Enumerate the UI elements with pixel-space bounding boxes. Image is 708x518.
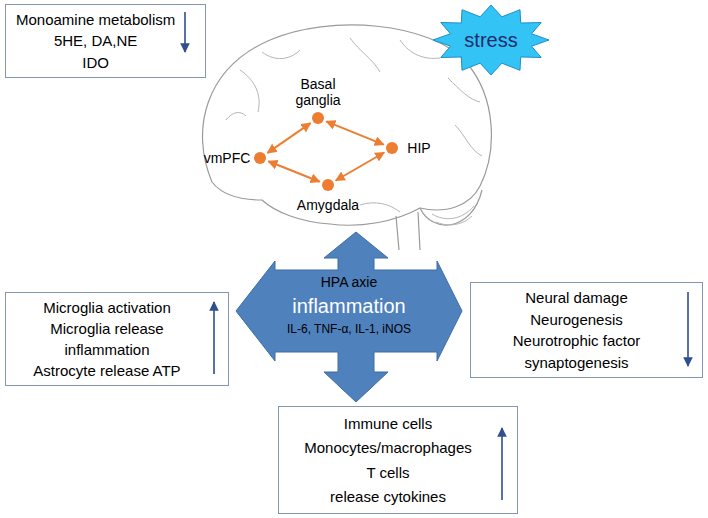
up-arrow xyxy=(501,428,503,500)
up-arrow xyxy=(213,302,215,374)
region-label: Basal ganglia xyxy=(283,76,353,108)
box-line: Neurogenesis xyxy=(530,309,623,330)
region-dots xyxy=(254,112,398,191)
box-line: Astrocyte release ATP xyxy=(33,360,180,381)
box-line: release cytokines xyxy=(330,486,446,507)
four-way-arrow xyxy=(236,232,462,402)
box-line: Neural damage xyxy=(525,287,628,308)
region-label: vmPFC xyxy=(202,150,252,166)
box-line: 5HE, DA,NE xyxy=(54,30,137,51)
glia-box: Microglia activationMicroglia release in… xyxy=(5,292,229,386)
brainstem xyxy=(396,212,420,250)
box-line: Neurotrophic factor xyxy=(513,330,641,351)
burst-outline xyxy=(433,5,549,75)
stress-burst: stress xyxy=(432,4,550,76)
box-line: Monoamine metabolism xyxy=(16,9,175,30)
box-line: Immune cells xyxy=(344,413,432,434)
center-title: inflammation xyxy=(292,294,405,318)
region-label: Amygdala xyxy=(288,197,368,213)
cytokine-list: IL-6, TNF-α, IL-1, iNOS xyxy=(287,322,411,336)
box-line: Microglia release inflammation xyxy=(32,318,182,360)
monoamine-box: Monoamine metabolism5HE, DA,NEIDO xyxy=(5,4,206,78)
box-line: Monocytes/macrophages xyxy=(304,437,472,458)
cerebellum xyxy=(420,190,482,225)
down-arrow xyxy=(184,12,186,52)
burst-text: stress xyxy=(464,29,517,51)
neural-box: Neural damageNeurogenesisNeurotrophic fa… xyxy=(470,282,703,378)
cerebellum-folds xyxy=(432,206,474,225)
box-line: IDO xyxy=(82,52,109,73)
axis-label: HPA axie xyxy=(321,274,378,290)
region-arrows xyxy=(268,121,385,181)
box-line: Microglia activation xyxy=(43,297,171,318)
box-line: synaptogenesis xyxy=(524,352,628,373)
box-line: T cells xyxy=(366,462,409,483)
region-label: HIP xyxy=(402,140,436,156)
brain-sulci xyxy=(226,38,482,212)
immune-box: Immune cellsMonocytes/macrophages T cells… xyxy=(278,406,518,514)
down-arrow xyxy=(687,292,689,366)
inflammation-cross: HPA axie inflammationIL-6, TNF-α, IL-1, i… xyxy=(236,232,462,402)
